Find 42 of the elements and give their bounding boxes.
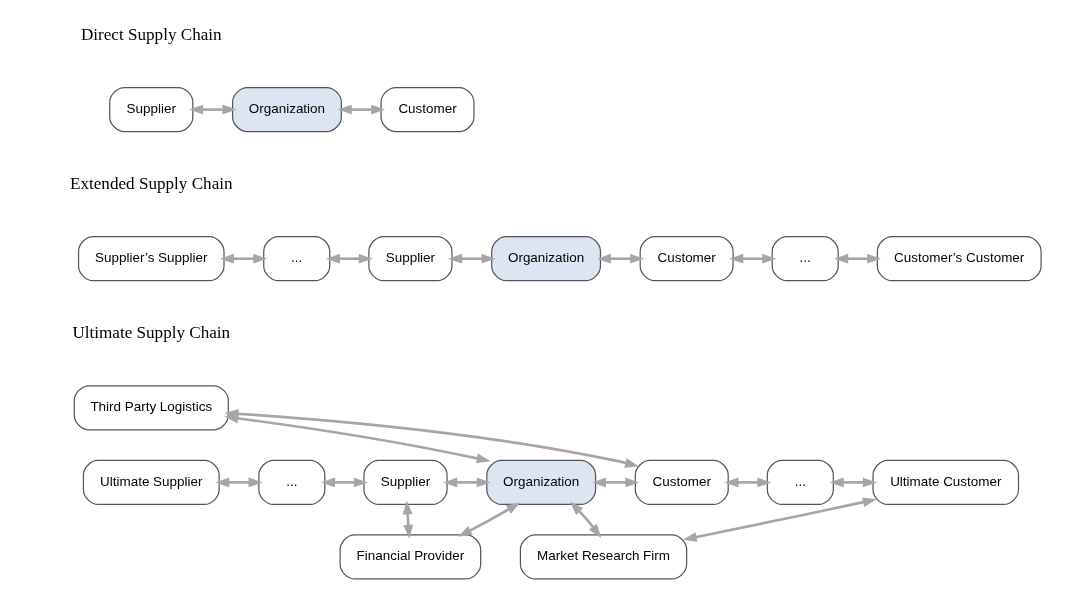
node-box: Supplier — [368, 236, 453, 282]
node-box: Customer — [634, 459, 729, 505]
node-box: Market Research Firm — [519, 534, 688, 580]
label: Extended Supply Chain — [70, 173, 233, 193]
node-box: Supplier — [363, 459, 448, 505]
node-box: Ultimate Customer — [872, 459, 1020, 505]
arrow — [592, 477, 640, 488]
arrow — [682, 497, 877, 542]
arrow — [457, 502, 521, 537]
arrow — [224, 413, 491, 464]
node-box: Organization — [231, 87, 342, 133]
node-box: Customer — [639, 236, 734, 282]
node-box: Organization — [491, 236, 602, 282]
node-box: Third Party Logistics — [73, 385, 229, 431]
node-box: Supplier — [109, 87, 194, 133]
arrow — [402, 500, 414, 539]
arrow — [829, 477, 877, 488]
arrow — [325, 253, 373, 264]
arrow — [596, 253, 645, 264]
label: Direct Supply Chain — [80, 24, 222, 44]
node-box: Customer — [380, 87, 475, 133]
label: Ultimate Supply Chain — [72, 322, 231, 342]
node-box: Financial Provider — [339, 534, 482, 580]
node-box: Ultimate Supplier — [82, 459, 220, 505]
node-box: ... — [263, 236, 331, 282]
arrow — [729, 253, 777, 264]
arrow — [443, 477, 491, 488]
arrow — [337, 104, 386, 115]
arrow — [724, 477, 772, 488]
arrow — [215, 477, 263, 488]
arrow — [448, 253, 496, 264]
arrow — [189, 104, 237, 115]
node-box: Customer’s Customer — [876, 236, 1042, 282]
node-box: Supplier’s Supplier — [77, 236, 225, 282]
arrow — [569, 501, 602, 538]
node-box: ... — [766, 459, 834, 505]
node-box: ... — [258, 459, 326, 505]
arrow — [219, 253, 268, 264]
arrow — [321, 477, 368, 488]
node-box: Organization — [486, 459, 597, 505]
node-box: ... — [771, 236, 839, 282]
arrow — [834, 253, 882, 264]
